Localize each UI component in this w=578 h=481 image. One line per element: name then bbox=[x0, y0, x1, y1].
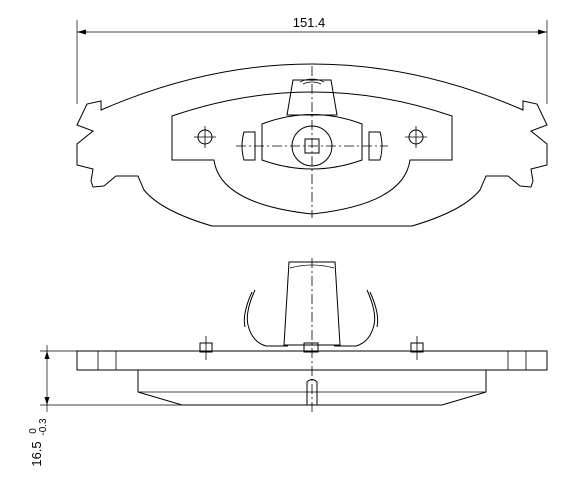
tolerance-upper-label: 0 bbox=[28, 428, 39, 434]
clip-spring-right bbox=[334, 289, 376, 347]
tolerance-lower-label: -0.3 bbox=[38, 418, 49, 436]
width-dimension: 151.4 bbox=[76, 15, 548, 104]
clip-tongue bbox=[283, 261, 341, 346]
clip-spring-left bbox=[246, 289, 288, 347]
width-dimension-label: 151.4 bbox=[293, 15, 326, 30]
rivet-center bbox=[303, 342, 319, 353]
thickness-dimension: 16.5 0 -0.3 bbox=[28, 345, 182, 467]
rivet-right bbox=[410, 336, 424, 360]
thickness-dimension-label: 16.5 bbox=[29, 441, 44, 466]
top-view: 151.4 bbox=[76, 15, 548, 227]
rivet-left bbox=[199, 336, 213, 360]
mounting-hole-right bbox=[405, 126, 427, 148]
backing-plate-outline bbox=[76, 63, 548, 227]
mounting-hole-left bbox=[194, 126, 216, 148]
side-view bbox=[76, 258, 548, 412]
